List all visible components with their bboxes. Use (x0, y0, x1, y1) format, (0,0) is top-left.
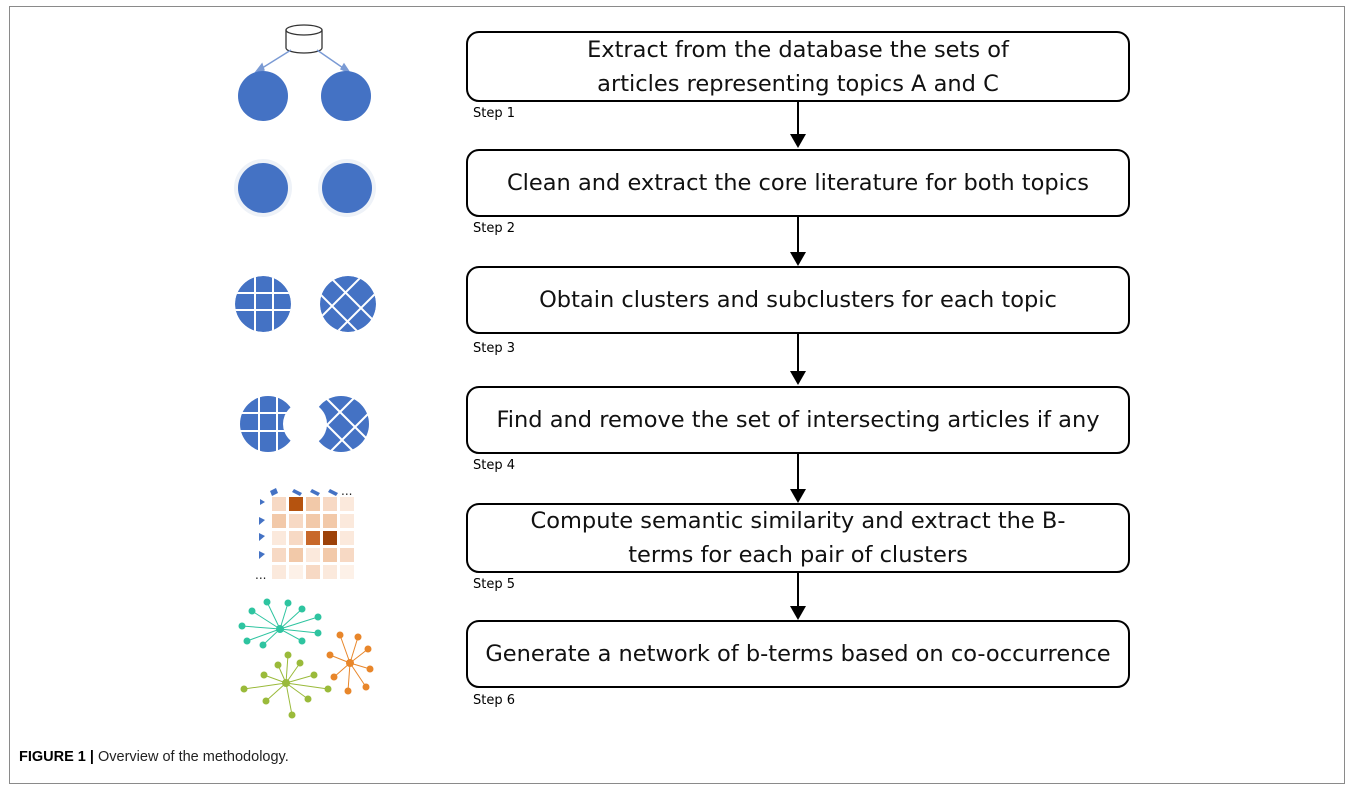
connector-5-6 (797, 573, 799, 607)
step-2-text: Clean and extract the core literature fo… (506, 170, 1090, 196)
grid-cluster-a (235, 276, 291, 332)
step-4-box: Find and remove the set of intersecting … (466, 386, 1130, 454)
trimmed-cluster-c (313, 392, 372, 456)
arrowhead-3-4 (790, 371, 806, 385)
connector-4-5 (797, 454, 799, 490)
caption-text: Overview of the methodology. (93, 749, 289, 765)
step-1-box: Extract from the database the sets of ar… (466, 31, 1130, 102)
orange-cluster (326, 631, 374, 695)
olive-cluster (240, 651, 332, 719)
clusters-icon (235, 276, 376, 332)
step-2-label: Step 2 (473, 221, 516, 236)
matrix-ellipsis-bottom: ... (255, 568, 266, 582)
arrowhead-2-3 (790, 252, 806, 266)
database-split-icon (238, 24, 371, 121)
connector-3-4 (797, 334, 799, 372)
similarity-matrix-icon: ... ... (255, 484, 354, 582)
step-6-text: Generate a network of b-terms based on c… (485, 641, 1111, 667)
step-4-text: Find and remove the set of intersecting … (496, 407, 1100, 433)
row-markers (259, 499, 265, 559)
step-5-text: Compute semantic similarity and extract … (530, 508, 1066, 568)
step-5-box: Compute semantic similarity and extract … (466, 503, 1130, 573)
connector-2-3 (797, 217, 799, 253)
clean-circles-icon (234, 159, 376, 217)
connector-1-2 (797, 102, 799, 136)
arrowhead-5-6 (790, 606, 806, 620)
arrowhead-4-5 (790, 489, 806, 503)
step-4-label: Step 4 (473, 458, 516, 473)
topic-c-circle (321, 71, 371, 121)
step-5-label: Step 5 (473, 577, 516, 592)
core-c-circle (322, 163, 372, 213)
step-6-label: Step 6 (473, 693, 516, 708)
step-6-box: Generate a network of b-terms based on c… (466, 620, 1130, 688)
step-2-box: Clean and extract the core literature fo… (466, 149, 1130, 217)
network-graph-icon (238, 598, 374, 719)
step-3-label: Step 3 (473, 341, 516, 356)
column-markers (270, 488, 338, 496)
step-1-text: Extract from the database the sets of ar… (587, 36, 1009, 97)
diagonal-cluster-c (320, 276, 376, 332)
database-icon (285, 24, 323, 54)
teal-cluster (238, 598, 322, 649)
matrix-ellipsis-top: ... (341, 484, 352, 498)
caption-label: FIGURE 1 | (19, 749, 94, 765)
topic-a-circle (238, 71, 288, 121)
heatmap-cells (272, 497, 354, 579)
core-a-circle (238, 163, 288, 213)
step-3-text: Obtain clusters and subclusters for each… (539, 287, 1057, 313)
figure-caption: FIGURE 1 | Overview of the methodology. (19, 749, 289, 765)
arrowhead-1-2 (790, 134, 806, 148)
step-3-box: Obtain clusters and subclusters for each… (466, 266, 1130, 334)
figure-frame (9, 6, 1345, 784)
step-1-label: Step 1 (473, 106, 516, 121)
trimmed-cluster-a (239, 393, 297, 455)
remove-intersection-icon (239, 392, 372, 456)
